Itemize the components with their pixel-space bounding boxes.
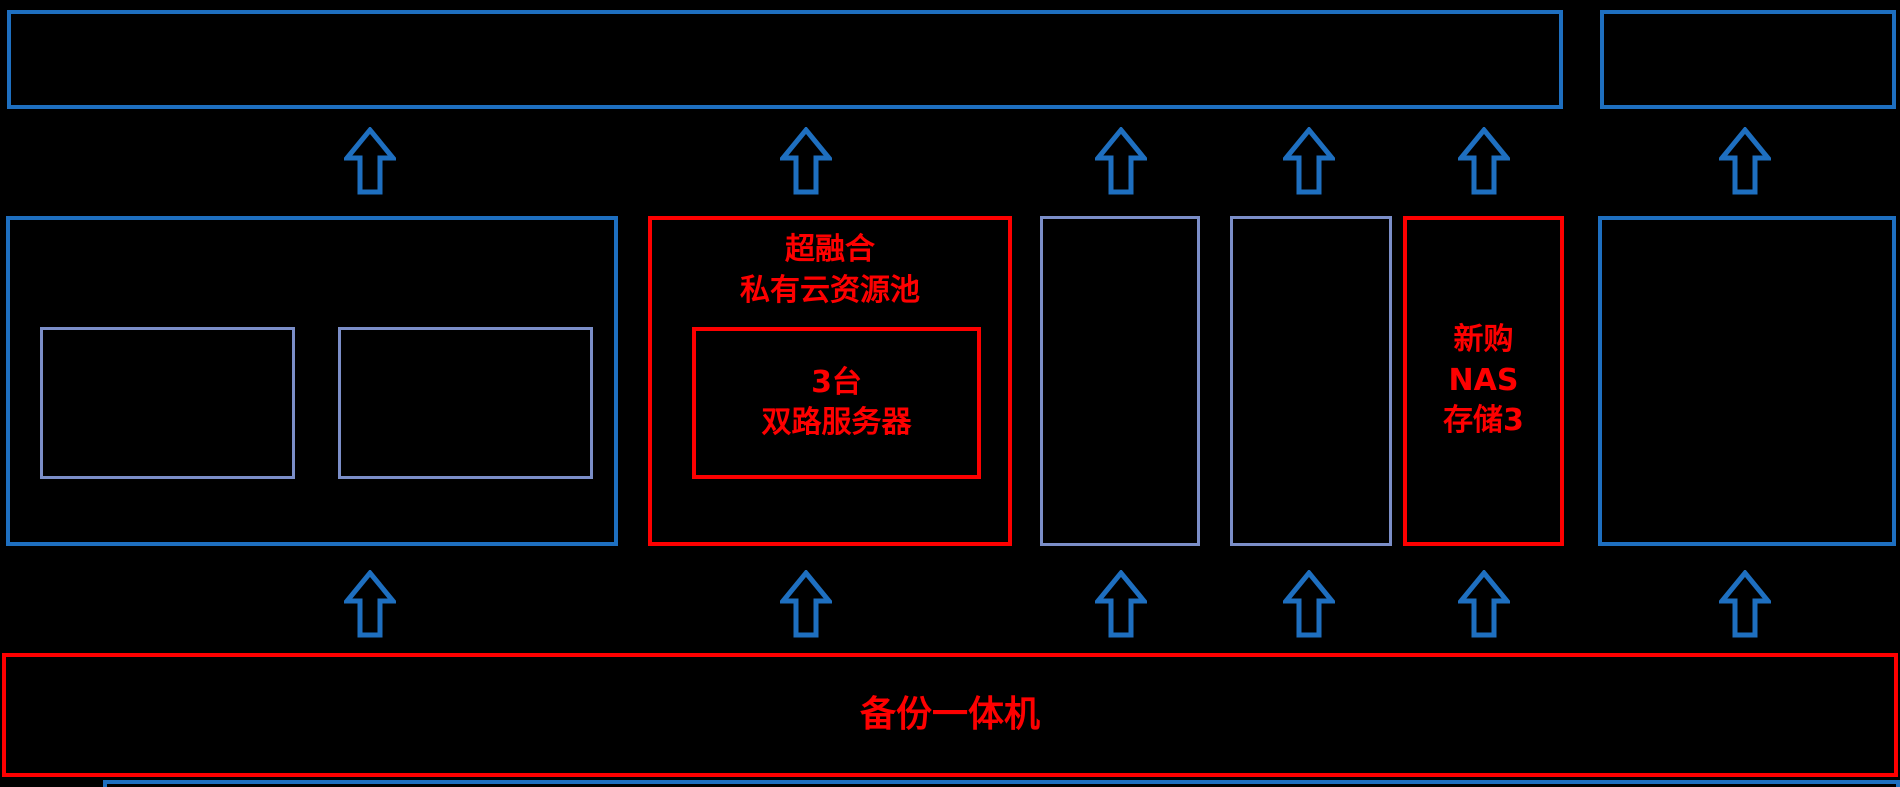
up-arrow-icon [1719, 127, 1771, 195]
left-group-box [6, 216, 618, 546]
up-arrow-icon [344, 127, 396, 195]
top-bar-right [1600, 10, 1896, 109]
nas-box: 新购 NAS 存储3 [1403, 216, 1564, 546]
backup-appliance-bar: 备份一体机 [2, 653, 1898, 777]
dual-server-box: 3台 双路服务器 [692, 327, 981, 479]
up-arrow-icon [780, 570, 832, 638]
up-arrow-icon [780, 127, 832, 195]
up-arrow-icon [1458, 570, 1510, 638]
hyperconverged-box: 超融合 私有云资源池 3台 双路服务器 [648, 216, 1012, 546]
backup-appliance-label: 备份一体机 [859, 693, 1040, 735]
hyperconverged-title: 超融合 私有云资源池 [740, 232, 920, 308]
storage-box-1 [1040, 216, 1200, 546]
up-arrow-icon [344, 570, 396, 638]
dual-server-label: 3台 双路服务器 [761, 364, 912, 441]
left-inner-box-1 [40, 327, 295, 479]
storage-box-2 [1230, 216, 1392, 546]
right-storage-box [1598, 216, 1896, 546]
bottom-partial-box [103, 780, 1900, 787]
up-arrow-icon [1283, 127, 1335, 195]
top-bar-main [7, 10, 1563, 109]
left-inner-box-2 [338, 327, 593, 479]
up-arrow-icon [1095, 127, 1147, 195]
up-arrow-icon [1095, 570, 1147, 638]
nas-label: 新购 NAS 存储3 [1443, 322, 1524, 439]
up-arrow-icon [1283, 570, 1335, 638]
up-arrow-icon [1719, 570, 1771, 638]
up-arrow-icon [1458, 127, 1510, 195]
